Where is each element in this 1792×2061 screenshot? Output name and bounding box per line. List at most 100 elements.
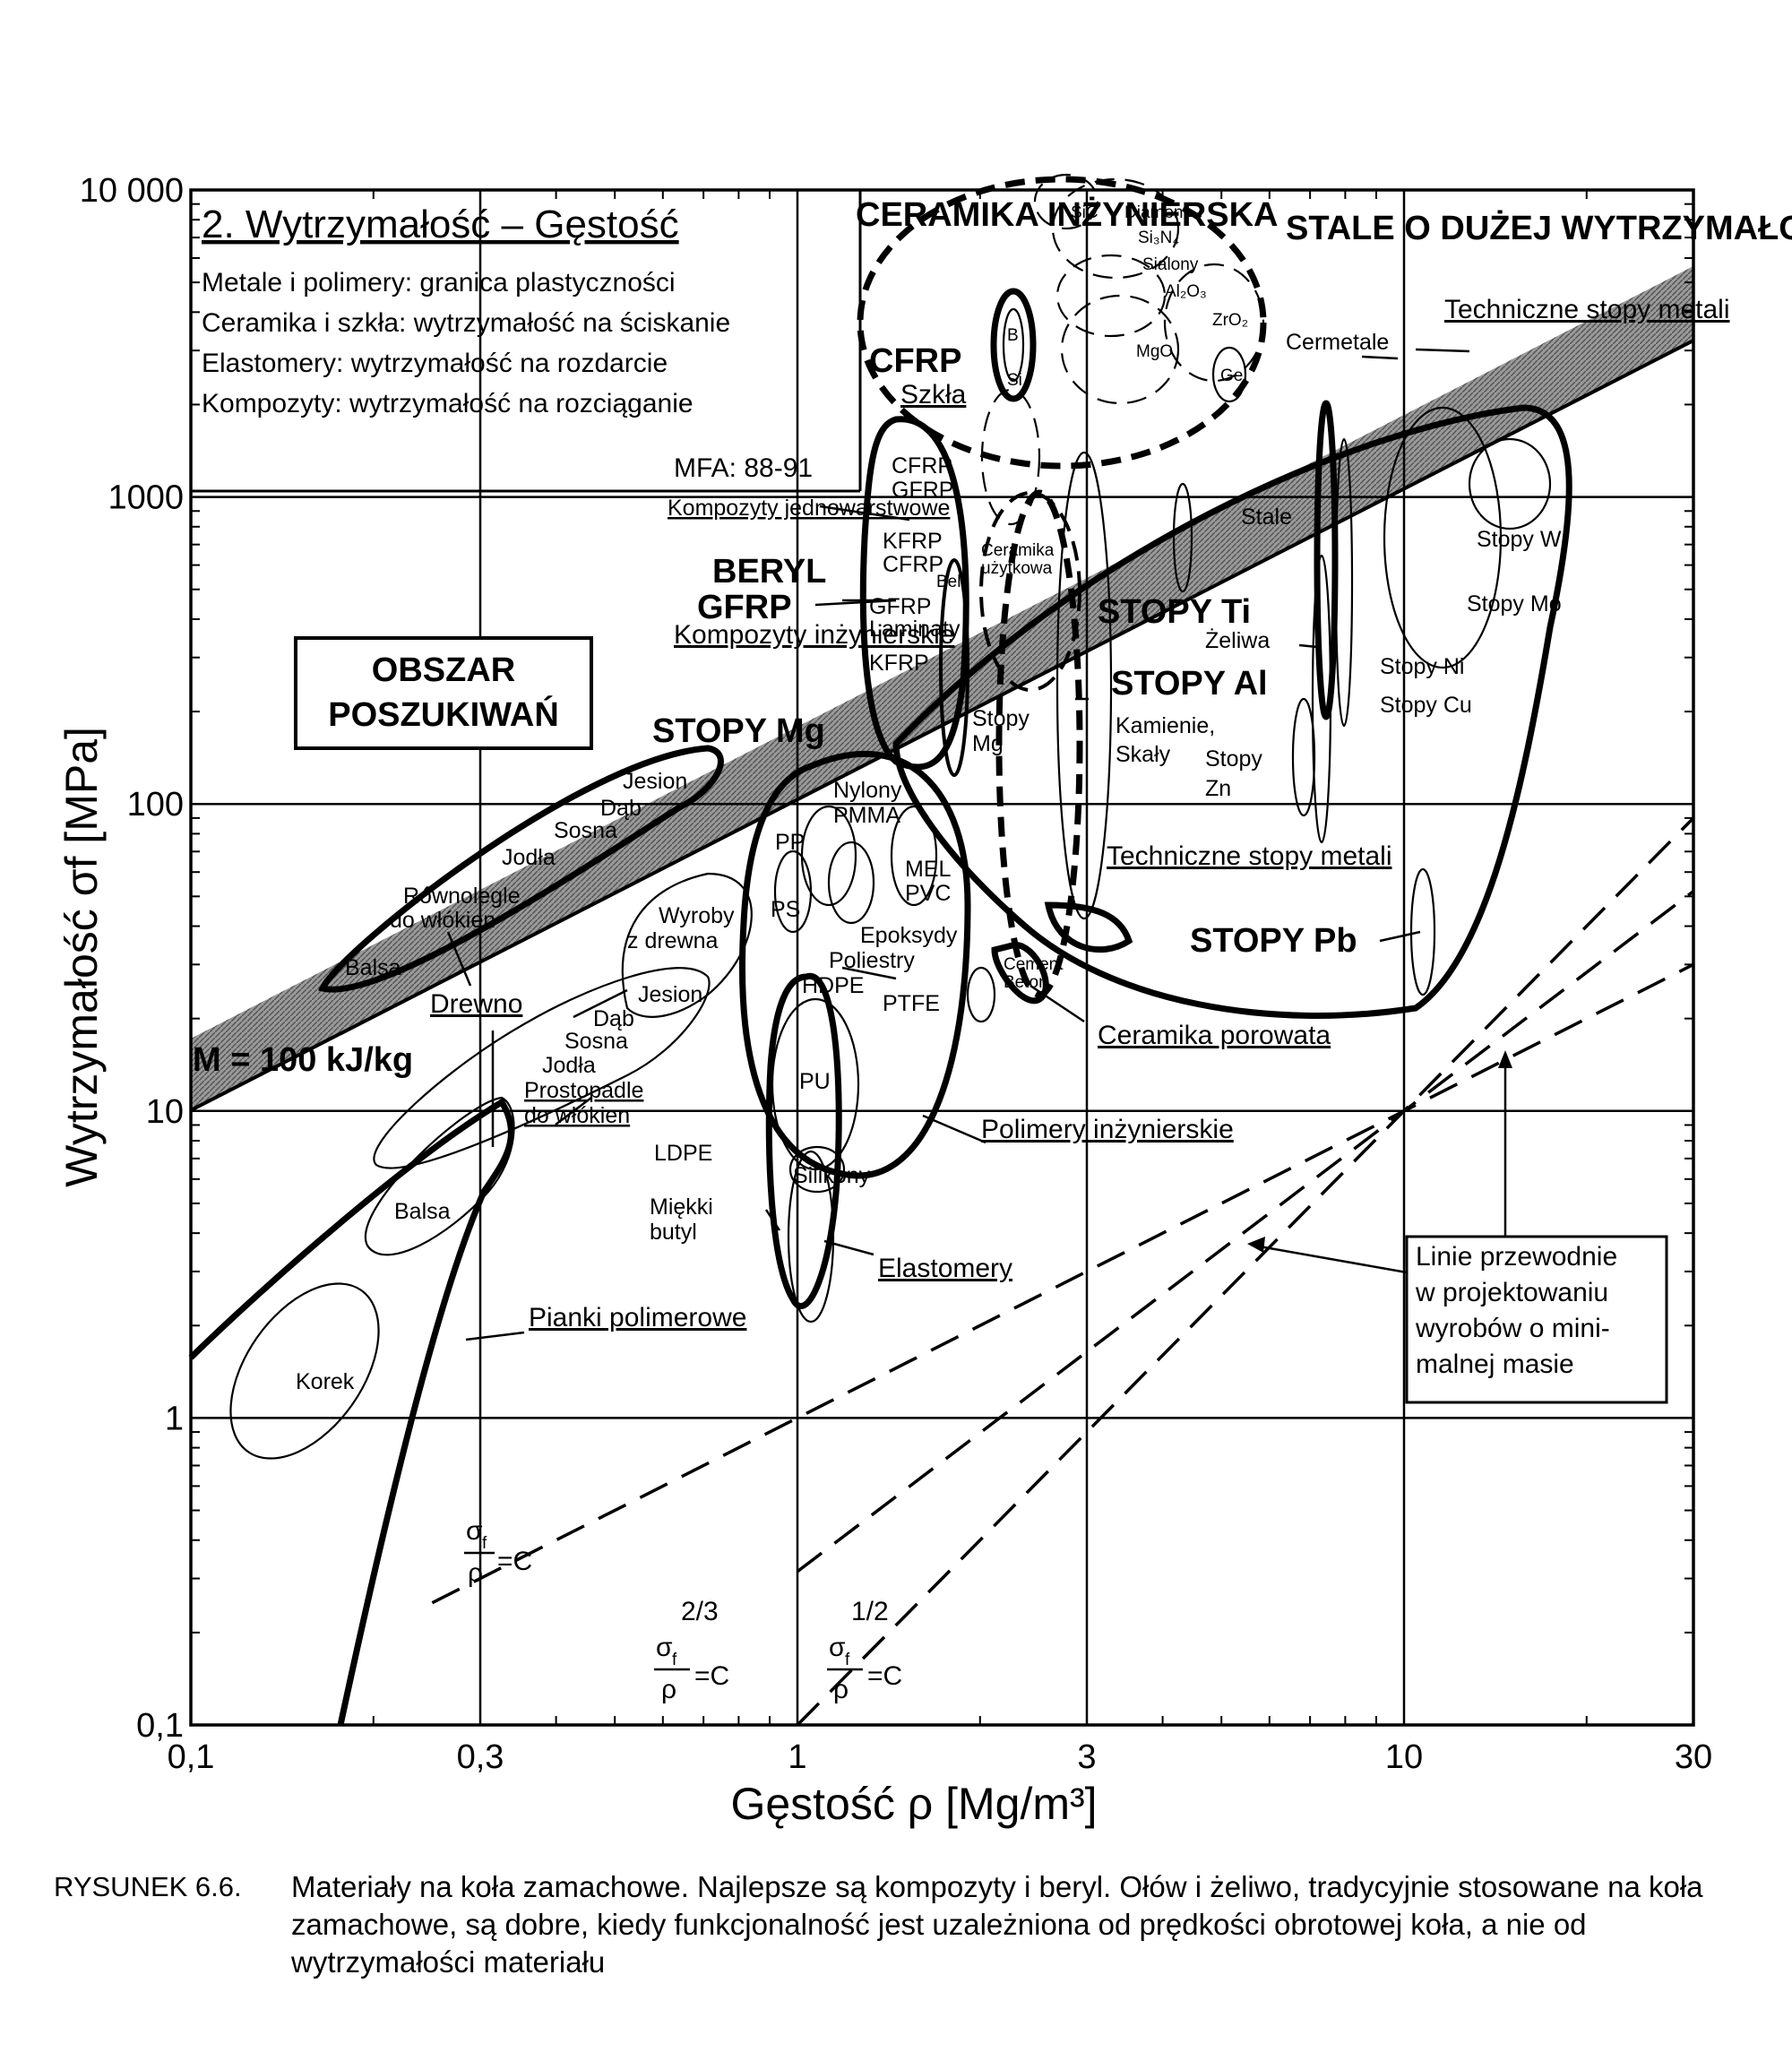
caption-text: Materiały na koła zamachowe. Najlepsze s…	[291, 1870, 1703, 1979]
label-stopy-zn-1: Stopy	[1205, 746, 1262, 772]
label-wood-par-label-2: do włókien	[390, 908, 495, 933]
label-ceramika-uzyt-1: Ceramika	[981, 541, 1055, 560]
label-stopy-zn-2: Zn	[1205, 776, 1231, 801]
envelope-lead	[1409, 867, 1436, 996]
label-kompozyty-jedno: Kompozyty jednowarstwowe	[668, 496, 950, 521]
label-cfrp-small: CFRP	[883, 552, 943, 577]
label-stopy-cu: Stopy Cu	[1380, 693, 1472, 718]
material-envelopes	[188, 173, 1572, 1726]
y-tick-label: 1	[165, 1400, 184, 1437]
svg-text:σ: σ	[656, 1633, 673, 1662]
y-tick-label: 10	[146, 1093, 184, 1131]
label-wood-perp-label-2: do włókien	[524, 1103, 630, 1128]
svg-text:ρ: ρ	[661, 1675, 676, 1704]
envelope-engineering-polymers	[738, 750, 971, 1179]
guide-box-line-3: wyrobów o mini-	[1415, 1314, 1610, 1343]
label-ge: Ge	[1220, 366, 1243, 385]
guide-formula-3: 1/2 σ f ρ =C	[827, 1597, 902, 1704]
label-mgo: MgO	[1136, 342, 1173, 361]
label-glasses: Szkła	[900, 380, 967, 410]
x-tick-label: 0,3	[457, 1738, 504, 1776]
label-porous-ceramics: Ceramika porowata	[1098, 1021, 1331, 1050]
label-ceramics-1: CERAMIKA INŻYNIERSKA	[856, 196, 1279, 234]
label-si: Si	[1007, 371, 1022, 390]
label-cfrp-big: CFRP	[869, 342, 961, 380]
label-b: B	[1007, 326, 1019, 345]
label-beryl: BERYL	[712, 553, 826, 591]
guide-line	[431, 962, 1694, 1605]
label-wyroby-2: z drewna	[627, 928, 719, 953]
label-silikony: Silikony	[793, 1163, 871, 1188]
y-tick-label: 100	[127, 786, 184, 824]
label-m-index: M = 100 kJ/kg	[193, 1041, 413, 1079]
label-poliestry: Poliestry	[829, 948, 915, 973]
label-wood-perp-dab: Dąb	[593, 1006, 634, 1031]
search-region-label-1: OBSZAR	[372, 651, 515, 689]
envelope-cork	[229, 1282, 380, 1460]
label-ptfe: PTFE	[883, 991, 940, 1016]
svg-text:σ: σ	[466, 1516, 483, 1546]
label-gfrp-lam-2: Laminaty	[869, 617, 961, 642]
label-ldpe: LDPE	[654, 1141, 712, 1166]
label-miekki: Miękki	[650, 1194, 713, 1220]
label-ti: STOPY Ti	[1098, 593, 1251, 631]
label-nylony: Nylony	[833, 778, 902, 803]
label-kfrp: KFRP	[883, 529, 943, 554]
envelope-glasses	[980, 388, 1041, 526]
envelope-foams	[188, 1098, 514, 1726]
subtitle-line-2: Ceramika i szkła: wytrzymałość na ściska…	[202, 308, 730, 338]
leader-lines	[446, 348, 1512, 1341]
label-wood-par-jodla: Jodła	[502, 845, 556, 870]
x-tick-label: 30	[1675, 1738, 1712, 1776]
label-al: STOPY Al	[1111, 665, 1268, 703]
guide-box-line-1: Linie przewodnie	[1416, 1242, 1617, 1272]
envelope-elastomers	[765, 973, 842, 1309]
guide-line	[796, 816, 1695, 1727]
label-cement: Cement	[1004, 955, 1064, 974]
guide-box	[1405, 1235, 1668, 1404]
y-tick-label: 10 000	[80, 172, 184, 210]
label-butyl: butyl	[650, 1220, 697, 1245]
label-wood-perp-sosna: Sosna	[564, 1029, 628, 1054]
label-kamienie-2: Skały	[1116, 742, 1171, 767]
svg-text:ρ: ρ	[468, 1558, 483, 1588]
caption-number: RYSUNEK 6.6.	[54, 1871, 242, 1902]
label-gfrp-big: GFRP	[697, 589, 792, 626]
label-pvc: PVC	[905, 881, 951, 906]
envelope-wood-products	[621, 872, 753, 1018]
label-pb: STOPY Pb	[1190, 922, 1357, 960]
svg-text:1/2: 1/2	[851, 1597, 889, 1626]
label-al2o3: Al₂O₃	[1165, 282, 1207, 301]
label-epoksydy: Epoksydy	[860, 923, 958, 948]
guide-lines	[431, 816, 1695, 1727]
label-zeliwa: Żeliwa	[1205, 627, 1270, 653]
label-wood-par-label-1: Równolegle	[403, 884, 521, 909]
label-kfrp-2: KFRP	[869, 651, 929, 676]
axis-ticks	[190, 190, 1694, 1726]
guide-formula-1: σ f ρ =C	[464, 1516, 532, 1588]
search-region-box	[294, 636, 593, 750]
chart-title: 2. Wytrzymałość – Gęstość	[202, 203, 679, 246]
label-polymers-eng: Polimery inżynierskie	[981, 1115, 1234, 1144]
subtitle-line-3: Elastomery: wytrzymałość na rozdarcie	[202, 349, 668, 378]
label-diament: Diament	[1124, 203, 1188, 222]
label-beton: Beton	[1004, 973, 1048, 992]
label-elastomers: Elastomery	[878, 1254, 1012, 1283]
svg-text:2/3: 2/3	[681, 1597, 719, 1626]
label-sialony: Sialony	[1142, 255, 1199, 274]
plot-frame	[189, 188, 1695, 1727]
source-note: MFA: 88-91	[674, 453, 813, 483]
search-region-label-2: POSZUKIWAŃ	[328, 694, 559, 734]
label-cermet: Cermetale	[1286, 330, 1389, 355]
label-tech-alloys: Techniczne stopy metali	[1107, 841, 1392, 871]
y-tick-label: 1000	[108, 479, 184, 517]
label-tech-alloys-top: Techniczne stopy metali	[1444, 295, 1730, 324]
svg-text:=C: =C	[497, 1547, 532, 1576]
envelope-wood	[318, 745, 724, 993]
label-drewno: Drewno	[430, 989, 522, 1019]
label-zro2: ZrO₂	[1212, 311, 1248, 330]
label-wood-par-balsa: Balsa	[345, 955, 401, 980]
subtitle-line-1: Metale i polimery: granica plastyczności	[202, 268, 676, 298]
label-si3n4: Si₃N₄	[1138, 229, 1179, 247]
